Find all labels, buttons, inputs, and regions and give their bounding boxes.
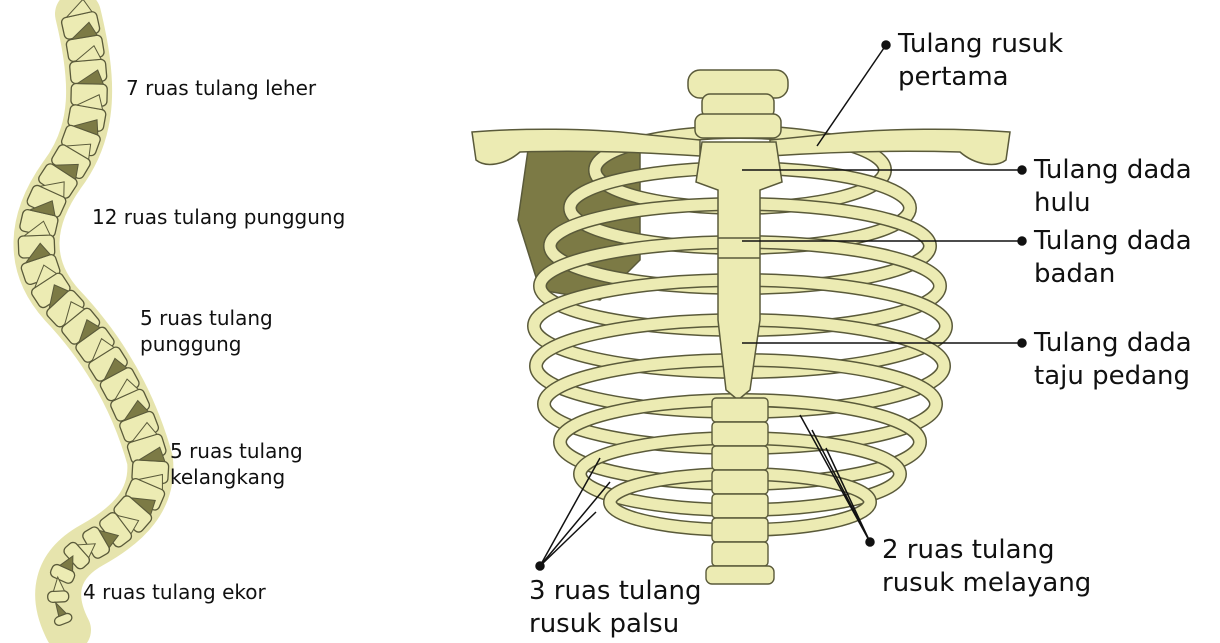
ribcage <box>472 70 1010 584</box>
label-rusuk-melayang: 2 ruas tulang rusuk melayang <box>882 534 1091 600</box>
label-tulang-punggung-12: 12 ruas tulang punggung <box>92 204 345 230</box>
label-tulang-kelangkang: 5 ruas tulang kelangkang <box>170 438 303 490</box>
thoracic-vertebrae <box>706 398 774 584</box>
label-tulang-punggung-5: 5 ruas tulang punggung <box>140 305 273 357</box>
label-tulang-leher: 7 ruas tulang leher <box>126 75 316 101</box>
label-tulang-ekor: 4 ruas tulang ekor <box>83 579 266 605</box>
label-tulang-rusuk-pertama: Tulang rusuk pertama <box>898 28 1063 94</box>
label-tulang-dada-taju-pedang: Tulang dada taju pedang <box>1034 327 1192 393</box>
label-tulang-dada-hulu: Tulang dada hulu <box>1034 154 1192 220</box>
label-rusuk-palsu: 3 ruas tulang rusuk palsu <box>529 575 702 641</box>
vertebra <box>47 591 69 603</box>
label-tulang-dada-badan: Tulang dada badan <box>1034 225 1192 291</box>
